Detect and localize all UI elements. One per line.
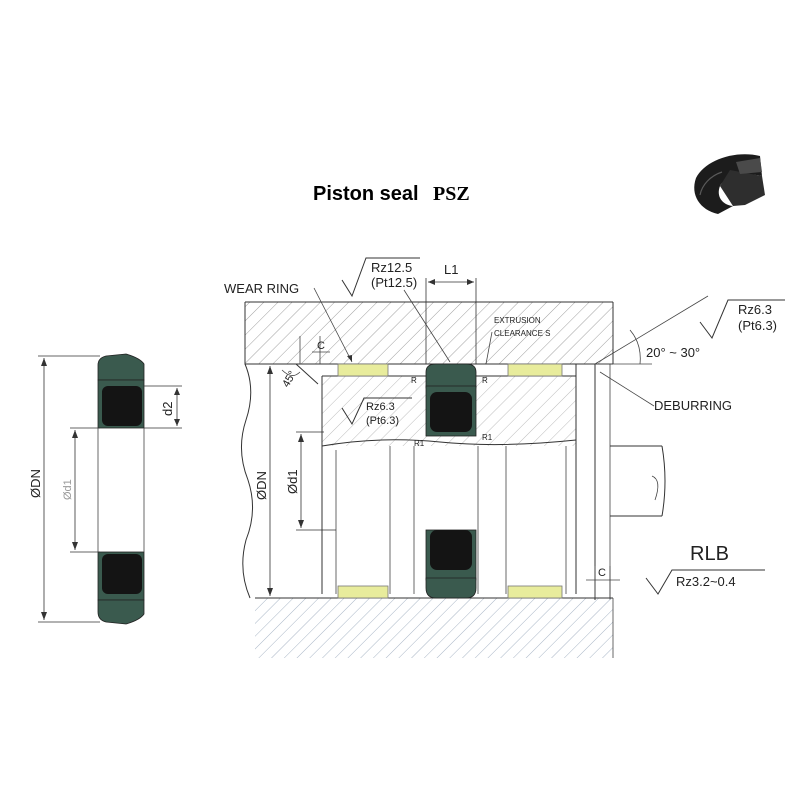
r1-right-label: R1 bbox=[482, 433, 493, 442]
seal-upper bbox=[425, 363, 477, 437]
extrusion-label-a: EXTRUSION bbox=[494, 316, 541, 325]
main-od-label: ØDN bbox=[254, 471, 269, 500]
angle-label: 20° ~ 30° bbox=[646, 345, 700, 360]
wear-ring-upper-right bbox=[507, 363, 563, 377]
cylinder-wall-bottom bbox=[255, 598, 613, 658]
wear-ring-lower-right bbox=[507, 585, 563, 599]
deburring-label: DEBURRING bbox=[654, 398, 732, 413]
left-inner-label: Ød1 bbox=[62, 479, 74, 500]
chamfer-label: 45° bbox=[280, 369, 299, 389]
wear-ring-label: WEAR RING bbox=[224, 281, 299, 296]
title: Piston seal PSZ bbox=[313, 183, 470, 205]
seal-ring-side-view: ØDN Ød1 d2 bbox=[28, 353, 182, 625]
left-od-label: ØDN bbox=[28, 469, 43, 498]
wear-ring-upper-left bbox=[337, 363, 389, 377]
rz-inner-b: (Pt6.3) bbox=[366, 415, 399, 427]
c-top-label: C bbox=[317, 340, 325, 352]
r-left-label: R bbox=[411, 376, 417, 385]
rz-top-a: Rz12.5 bbox=[371, 260, 412, 275]
rz-inner-a: Rz6.3 bbox=[366, 401, 395, 413]
assembly-drawing: ØDN Ød1 L1 Rz12.5 (Pt12.5) WEAR RING EXT… bbox=[224, 257, 785, 658]
left-d2-label: d2 bbox=[160, 402, 175, 416]
rz-right-a: Rz6.3 bbox=[738, 302, 772, 317]
title-code: PSZ bbox=[433, 183, 470, 205]
rz-bottom-label: Rz3.2~0.4 bbox=[676, 574, 736, 589]
surface-roughness-icon bbox=[341, 397, 412, 426]
wear-ring-lower-left bbox=[337, 585, 389, 599]
seal-lower bbox=[425, 529, 477, 599]
surface-roughness-icon bbox=[699, 299, 785, 339]
rlb-label: RLB bbox=[690, 543, 729, 565]
r-right-label: R bbox=[482, 376, 488, 385]
surface-roughness-icon bbox=[341, 257, 420, 298]
c-bottom-label: C bbox=[598, 567, 606, 579]
seal-cross-section-icon bbox=[694, 154, 765, 214]
extrusion-label-b: CLEARANCE S bbox=[494, 329, 550, 338]
l1-label: L1 bbox=[444, 262, 458, 277]
title-text: Piston seal bbox=[313, 183, 419, 205]
rz-right-b: (Pt6.3) bbox=[738, 318, 777, 333]
rz-top-b: (Pt12.5) bbox=[371, 275, 417, 290]
surface-roughness-icon bbox=[645, 569, 765, 595]
r1-left-label: R1 bbox=[414, 439, 425, 448]
main-d1-label: Ød1 bbox=[285, 469, 300, 494]
cylinder-wall-top bbox=[245, 302, 613, 364]
